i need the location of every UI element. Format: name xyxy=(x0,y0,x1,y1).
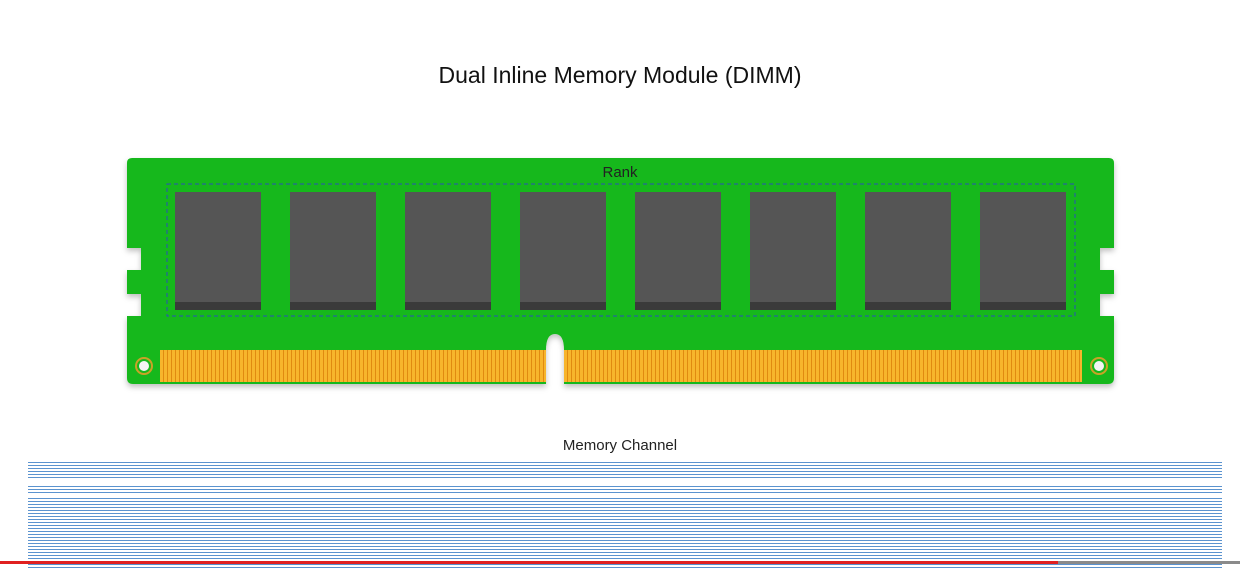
video-progress-bar[interactable] xyxy=(0,561,1240,564)
memory-chip-4 xyxy=(520,192,606,310)
memory-channel-label: Memory Channel xyxy=(562,437,678,454)
memory-channel-bus xyxy=(28,462,1222,569)
memory-chip-8 xyxy=(980,192,1066,310)
diagram-title: Dual Inline Memory Module (DIMM) xyxy=(438,62,802,88)
gold-pins-right xyxy=(564,350,1082,382)
rank-outline xyxy=(166,183,1076,317)
memory-chip-6 xyxy=(750,192,836,310)
memory-chip-5 xyxy=(635,192,721,310)
memory-chips xyxy=(175,192,1066,310)
memory-chip-7 xyxy=(865,192,951,310)
memory-chip-3 xyxy=(405,192,491,310)
memory-chip-2 xyxy=(290,192,376,310)
memory-chip-1 xyxy=(175,192,261,310)
gold-pins-left xyxy=(160,350,546,382)
video-progress-fill xyxy=(0,561,1058,564)
rank-label: Rank xyxy=(602,164,638,181)
